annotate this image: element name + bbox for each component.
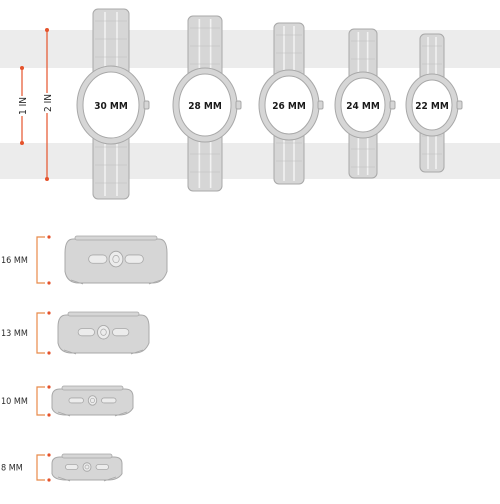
watch-size-label: 28 MM	[188, 101, 222, 112]
ruler-2in-label: 2 IN	[43, 94, 54, 112]
watch-1: 30 MM	[76, 8, 150, 200]
pusher-left	[68, 397, 84, 404]
watch-face	[264, 75, 314, 135]
top-band	[0, 30, 500, 68]
watch-face	[178, 73, 232, 137]
watch-face	[82, 71, 140, 139]
profile-thickness-label: 16 MM	[1, 256, 28, 266]
watch-crown	[143, 100, 150, 110]
pusher-left	[77, 328, 95, 337]
ruler-1in-label: 1 IN	[18, 97, 29, 115]
profile-4: 8 MM	[1, 453, 123, 482]
pusher-right	[112, 328, 130, 337]
watches-group: 30 MM 28 MM 26 MM 24 MM 22 MM	[76, 8, 463, 200]
crown	[82, 462, 92, 472]
pusher-right	[101, 397, 117, 404]
watch-crown	[235, 100, 242, 110]
profile-thickness-label: 10 MM	[1, 397, 28, 407]
profile-thickness-label: 8 MM	[1, 464, 23, 474]
crown	[97, 324, 110, 340]
ruler-2in: 2 IN	[41, 28, 54, 181]
watch-crown	[389, 100, 396, 110]
watch-size-label: 30 MM	[94, 101, 128, 112]
bottom-band	[0, 143, 500, 179]
profile-2: 13 MM	[1, 311, 150, 355]
profile-1: 16 MM	[1, 235, 168, 285]
watch-crown	[317, 100, 324, 110]
thickness-bracket	[36, 385, 51, 417]
profiles-group: 16 MM 13 MM 10 MM 8 MM	[1, 235, 168, 482]
watch-size-label: 22 MM	[415, 101, 449, 112]
watch-size-label: 24 MM	[346, 101, 380, 112]
profile-3: 10 MM	[1, 385, 134, 417]
watch-face	[340, 77, 386, 133]
pusher-right	[124, 254, 144, 264]
thickness-bracket	[36, 235, 51, 285]
thickness-bracket	[36, 453, 51, 482]
pusher-left	[65, 464, 79, 470]
crown	[87, 395, 98, 406]
watch-crown	[456, 100, 463, 110]
watch-5: 22 MM	[405, 33, 463, 173]
profile-thickness-label: 13 MM	[1, 329, 28, 339]
watch-4: 24 MM	[334, 28, 396, 179]
watch-face	[411, 79, 453, 131]
watch-size-label: 26 MM	[272, 101, 306, 112]
thickness-bracket	[36, 311, 51, 355]
pusher-left	[88, 254, 108, 264]
crown	[108, 250, 124, 268]
watch-3: 26 MM	[258, 22, 324, 185]
pusher-right	[95, 464, 110, 470]
watch-2: 28 MM	[172, 15, 242, 192]
ruler-1in: 1 IN	[16, 66, 29, 145]
